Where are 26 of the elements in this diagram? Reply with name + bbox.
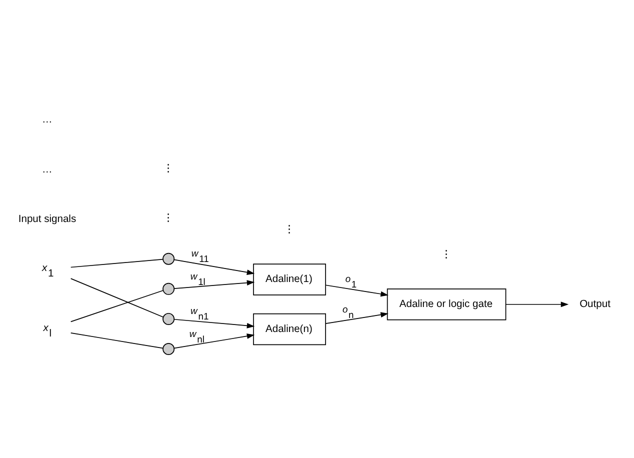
node-circle xyxy=(162,342,175,354)
label: … xyxy=(42,114,52,126)
node-text: Output xyxy=(580,298,610,310)
label: Input signals xyxy=(18,214,76,225)
node-box: Adaline(1) xyxy=(253,263,326,295)
arrow xyxy=(174,258,255,274)
arrow xyxy=(174,318,255,328)
label: ⋮ xyxy=(162,212,173,224)
arrow xyxy=(325,312,388,324)
label: … xyxy=(42,164,52,175)
arrow xyxy=(174,280,255,288)
node-circle xyxy=(162,252,175,264)
node-circle xyxy=(162,312,175,324)
connector xyxy=(70,278,164,318)
node-box: Adaline or logic gate xyxy=(386,288,506,320)
node-box: Adaline(n) xyxy=(253,312,326,345)
label: ⋮ xyxy=(284,224,294,235)
arrow xyxy=(325,284,388,296)
connector xyxy=(70,332,164,348)
connector xyxy=(70,258,164,268)
label: ⋮ xyxy=(440,248,451,260)
arrow xyxy=(505,301,569,307)
node-circle xyxy=(162,282,175,294)
arrow xyxy=(174,332,255,348)
label: ⋮ xyxy=(162,162,173,174)
connector xyxy=(70,290,164,322)
